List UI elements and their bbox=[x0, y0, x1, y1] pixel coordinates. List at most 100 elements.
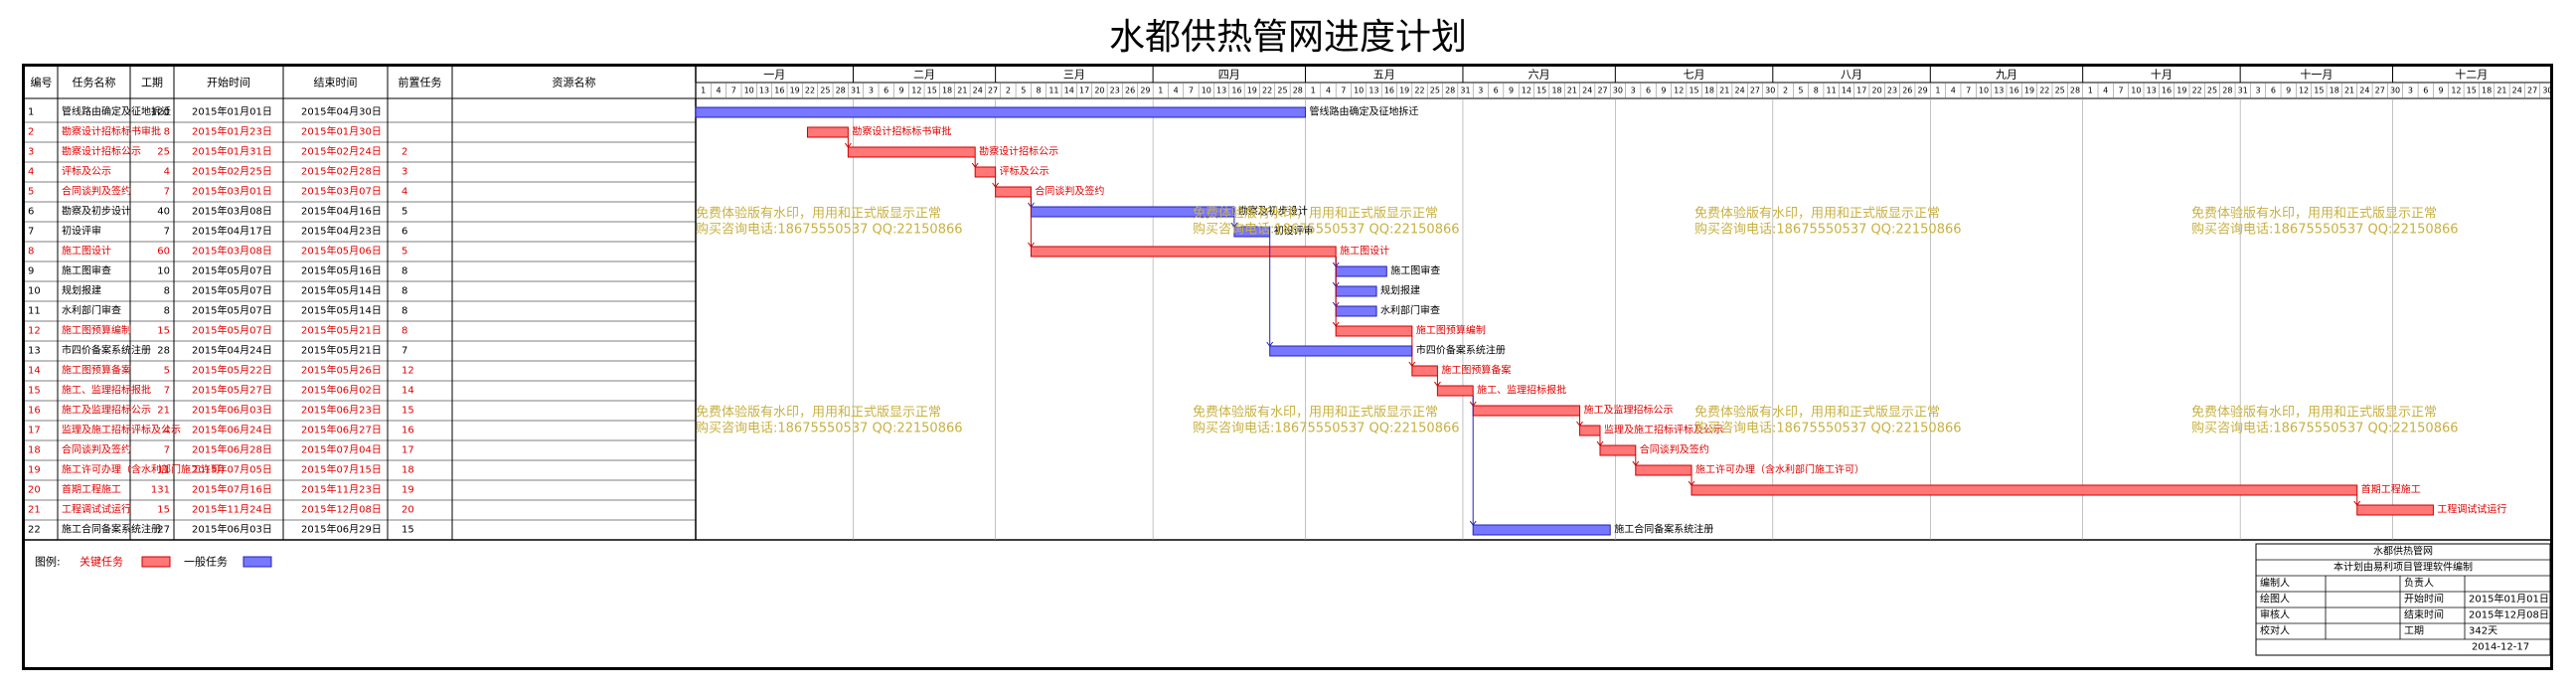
gantt-bar bbox=[974, 166, 997, 178]
task-duration: 27 bbox=[157, 525, 170, 536]
task-id: 12 bbox=[28, 326, 41, 337]
bar-label: 管线路由确定及征地拆迁 bbox=[1309, 105, 1418, 118]
watermark-text: 购买咨询电话:18675550537 QQ:22150866 bbox=[1193, 222, 1460, 238]
info-date: 2014-12-17 bbox=[2472, 642, 2529, 653]
info-cell: 工期 bbox=[2404, 625, 2424, 637]
day-label: 25 bbox=[2207, 87, 2217, 95]
task-predecessor: 14 bbox=[402, 386, 414, 397]
gantt-bar bbox=[1335, 265, 1387, 277]
task-duration: 15 bbox=[157, 505, 170, 516]
dependency-arrow bbox=[1332, 321, 1340, 327]
day-label: 3 bbox=[869, 87, 874, 95]
task-id: 2 bbox=[28, 127, 34, 138]
task-start: 2015年06月03日 bbox=[192, 523, 272, 536]
task-end: 2015年05月06日 bbox=[301, 245, 382, 258]
task-end: 2015年07月15日 bbox=[301, 463, 382, 476]
day-label: 26 bbox=[1125, 87, 1135, 95]
task-name: 施工许可办理（含水利部门施工许可） bbox=[62, 463, 231, 476]
watermark-text: 免费体验版有水印，用用和正式版显示正常 bbox=[1193, 206, 1438, 222]
day-label: 15 bbox=[2467, 87, 2477, 95]
day-label: 12 bbox=[1522, 87, 1531, 95]
dependency-arrow bbox=[1576, 421, 1583, 427]
month-label: 一月 bbox=[763, 69, 785, 82]
task-end: 2015年05月26日 bbox=[301, 364, 382, 377]
dependency-arrow bbox=[1266, 341, 1274, 347]
task-predecessor: 20 bbox=[402, 505, 414, 516]
day-label: 22 bbox=[1414, 87, 1424, 95]
task-end: 2015年04月23日 bbox=[301, 225, 382, 238]
month-label: 四月 bbox=[1218, 69, 1240, 82]
day-label: 12 bbox=[1674, 87, 1684, 95]
month-label: 十二月 bbox=[2455, 68, 2488, 82]
gantt-bar bbox=[806, 126, 849, 138]
day-label: 12 bbox=[2299, 87, 2309, 95]
day-label: 18 bbox=[1704, 87, 1714, 95]
day-label: 10 bbox=[1202, 87, 1211, 95]
info-cell: 绘图人 bbox=[2260, 593, 2290, 606]
day-label: 7 bbox=[1189, 87, 1194, 95]
day-label: 9 bbox=[1661, 87, 1666, 95]
task-end: 2015年12月08日 bbox=[301, 503, 382, 516]
task-predecessor: 2 bbox=[402, 147, 407, 158]
day-label: 18 bbox=[942, 87, 952, 95]
column-header: 工期 bbox=[141, 77, 163, 89]
task-id: 17 bbox=[28, 426, 41, 436]
task-name: 规划报建 bbox=[62, 284, 101, 297]
task-predecessor: 8 bbox=[402, 306, 407, 317]
watermark-text: 免费体验版有水印，用用和正式版显示正常 bbox=[696, 405, 941, 421]
bar-label: 施工许可办理（含水利部门施工许可） bbox=[1695, 463, 1864, 476]
bar-label: 施工图预算备案 bbox=[1441, 364, 1511, 377]
info-cell: 2015年12月08日 bbox=[2469, 608, 2549, 621]
task-start: 2015年04月17日 bbox=[192, 225, 272, 238]
task-start: 2015年06月03日 bbox=[192, 404, 272, 417]
task-id: 21 bbox=[28, 505, 41, 516]
task-duration: 25 bbox=[157, 147, 170, 158]
task-id: 15 bbox=[28, 386, 41, 397]
day-label: 26 bbox=[1902, 87, 1912, 95]
task-name: 水利部门审查 bbox=[62, 304, 121, 317]
task-name: 工程调试试运行 bbox=[62, 503, 131, 516]
task-end: 2015年04月30日 bbox=[301, 105, 382, 118]
bar-label: 市四价备案系统注册 bbox=[1416, 344, 1506, 357]
day-label: 11 bbox=[1048, 87, 1058, 95]
gantt-bar bbox=[1233, 226, 1271, 238]
bar-label: 勘察及初步设计 bbox=[1238, 205, 1308, 218]
task-duration: 4 bbox=[164, 167, 170, 178]
day-label: 27 bbox=[2375, 87, 2385, 95]
task-start: 2015年07月05日 bbox=[192, 463, 272, 476]
task-start: 2015年07月16日 bbox=[192, 483, 272, 496]
task-id: 18 bbox=[28, 445, 41, 456]
task-end: 2015年04月16日 bbox=[301, 205, 382, 218]
dependency-arrow bbox=[1230, 222, 1238, 228]
bar-label: 合同谈判及签约 bbox=[1035, 185, 1104, 198]
task-start: 2015年05月07日 bbox=[192, 284, 272, 297]
task-duration: 8 bbox=[164, 286, 170, 297]
day-label: 10 bbox=[1979, 87, 1989, 95]
day-label: 30 bbox=[2390, 87, 2400, 95]
info-org: 水都供热管网 bbox=[2373, 545, 2433, 558]
bar-label: 施工图审查 bbox=[1390, 264, 1440, 277]
task-duration: 131 bbox=[151, 485, 170, 496]
task-predecessor: 6 bbox=[402, 227, 407, 238]
task-start: 2015年05月27日 bbox=[192, 384, 272, 397]
task-name: 监理及施工招标评标及公示 bbox=[62, 424, 181, 436]
bar-label: 首期工程施工 bbox=[2361, 483, 2421, 496]
task-start: 2015年01月01日 bbox=[192, 105, 272, 118]
gantt-bar bbox=[1335, 285, 1377, 297]
gantt-bar bbox=[1472, 405, 1581, 417]
month-label: 二月 bbox=[913, 69, 935, 82]
day-label: 19 bbox=[1247, 87, 1257, 95]
watermark-text: 购买咨询电话:18675550537 QQ:22150866 bbox=[2191, 222, 2459, 238]
task-end: 2015年05月14日 bbox=[301, 304, 382, 317]
task-id: 13 bbox=[28, 346, 41, 357]
watermark-text: 购买咨询电话:18675550537 QQ:22150866 bbox=[1694, 421, 1962, 436]
day-label: 15 bbox=[1536, 87, 1546, 95]
day-label: 13 bbox=[759, 87, 769, 95]
legend-critical-swatch bbox=[141, 556, 171, 568]
day-label: 10 bbox=[2131, 87, 2141, 95]
day-label: 31 bbox=[1460, 87, 1470, 95]
day-label: 12 bbox=[911, 87, 921, 95]
day-label: 20 bbox=[1094, 87, 1104, 95]
day-label: 27 bbox=[2527, 87, 2537, 95]
column-header: 结束时间 bbox=[314, 77, 358, 89]
